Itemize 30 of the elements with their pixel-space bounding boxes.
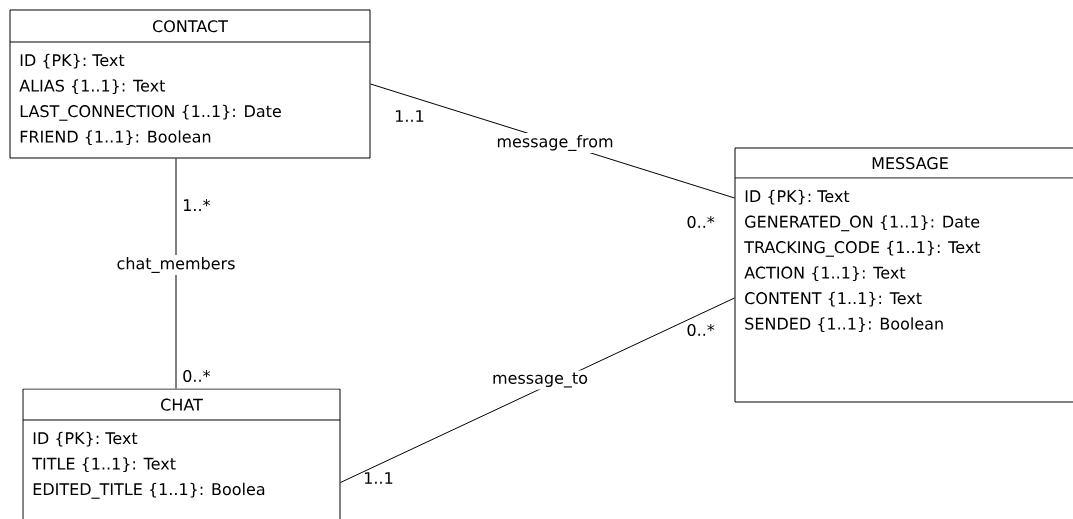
attribute-text: TITLE {1..1}: Text xyxy=(32,457,176,473)
multiplicity-label: 1..* xyxy=(183,199,211,211)
attribute-text: CONTENT {1..1}: Text xyxy=(745,291,922,307)
multiplicity-label: 0..* xyxy=(183,369,211,383)
entity-name: CONTACT xyxy=(152,20,228,33)
attribute-text: GENERATED_ON {1..1}: Date xyxy=(745,215,980,232)
edge-label: message_from xyxy=(494,133,616,153)
multiplicity-label: 1..1 xyxy=(395,110,424,122)
attribute-text: TRACKING_CODE {1..1}: Text xyxy=(744,240,981,257)
entity-box xyxy=(9,9,371,159)
entity-box xyxy=(734,147,1073,403)
attribute-text: SENDED {1..1}: Boolean xyxy=(745,317,943,333)
connector-line xyxy=(175,158,177,389)
entity-name: CHAT xyxy=(161,398,203,411)
edge-label: chat_members xyxy=(114,255,238,275)
attribute-text: FRIEND {1..1}: Boolean xyxy=(20,130,211,146)
attribute-text: ID {PK}: Text xyxy=(20,53,125,69)
attribute-text: ID {PK}: Text xyxy=(745,189,850,205)
attribute-text: LAST_CONNECTION {1..1}: Date xyxy=(20,104,281,121)
attribute-text: ID {PK}: Text xyxy=(33,431,138,447)
edge-label: message_to xyxy=(490,370,590,390)
entity-box xyxy=(22,388,341,519)
multiplicity-label: 1..1 xyxy=(364,472,393,484)
connector-line xyxy=(340,297,735,483)
multiplicity-label: 0..* xyxy=(687,215,715,229)
attribute-text: ACTION {1..1}: Text xyxy=(744,266,906,282)
multiplicity-label: 0..* xyxy=(687,323,715,337)
attribute-text: ALIAS {1..1}: Text xyxy=(19,79,166,95)
entity-name: MESSAGE xyxy=(872,157,948,170)
attribute-text: EDITED_TITLE {1..1}: Boolea xyxy=(33,482,265,499)
